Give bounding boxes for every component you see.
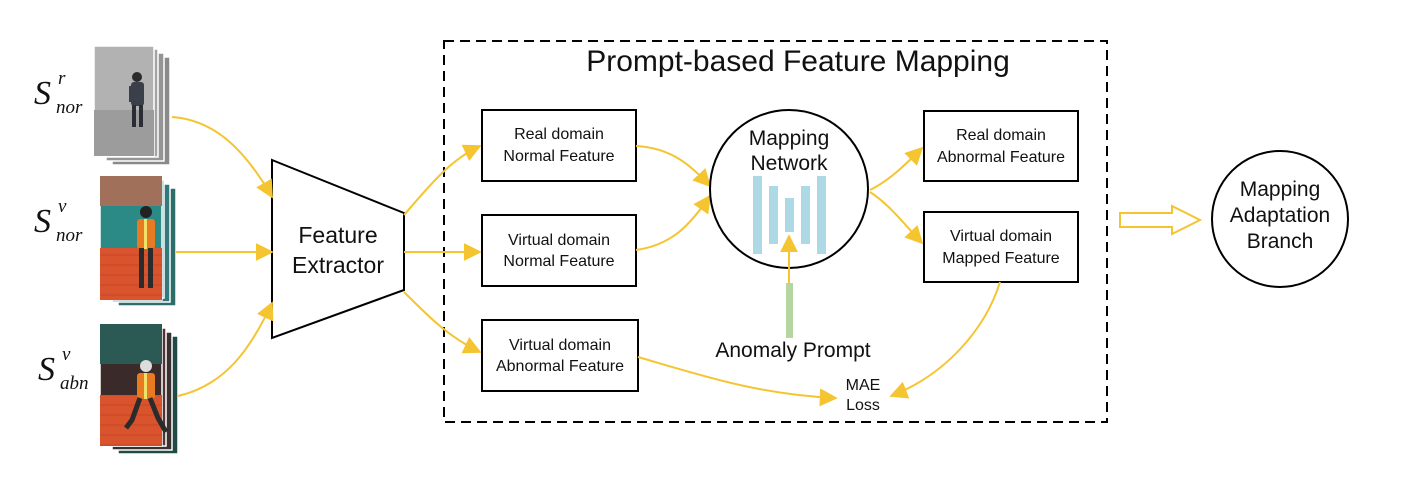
box-real-abnormal-line1: Real domain bbox=[956, 127, 1046, 144]
feature-extractor-shape bbox=[271, 158, 405, 340]
input-label-virtual-abnormal: S v abn bbox=[38, 344, 89, 394]
frame-stack-real-normal bbox=[93, 45, 171, 166]
box-virtual-mapped-feature: Virtual domain Mapped Feature bbox=[923, 211, 1079, 283]
worker-falling-figure bbox=[124, 360, 169, 434]
adaptation-branch-circle bbox=[1211, 150, 1349, 288]
arrow-network-to-virtual-mapped bbox=[869, 191, 924, 245]
mae-loss-label-1: MAE bbox=[846, 377, 881, 394]
input-label-virtual-normal: S v nor bbox=[34, 196, 83, 246]
box-virtual-normal-line1: Virtual domain bbox=[508, 232, 610, 249]
worker-figure bbox=[137, 206, 155, 288]
box-real-normal-line2: Normal Feature bbox=[503, 148, 614, 165]
box-virtual-normal-feature: Virtual domain Normal Feature bbox=[481, 214, 637, 287]
input-label-real-normal: S r nor bbox=[34, 68, 83, 118]
box-real-normal-feature: Real domain Normal Feature bbox=[481, 109, 637, 182]
arrow-real-normal-to-network bbox=[635, 145, 712, 188]
anomaly-prompt-label: Anomaly Prompt bbox=[715, 339, 870, 362]
arrow-virtual-normal-to-network bbox=[635, 194, 712, 251]
arrow-to-virtual-abnormal bbox=[403, 291, 482, 354]
hollow-arrow-to-branch bbox=[1119, 204, 1203, 236]
network-layers-icon bbox=[753, 176, 826, 254]
mapping-block-border bbox=[443, 40, 1108, 423]
frame-stack-virtual-abnormal bbox=[99, 323, 179, 455]
box-real-abnormal-feature: Real domain Abnormal Feature bbox=[923, 110, 1079, 182]
mapping-network-label-1: Mapping bbox=[749, 127, 830, 150]
arrow-input-virtual-abnormal bbox=[177, 301, 274, 397]
mapping-block-title: Prompt-based Feature Mapping bbox=[586, 45, 1010, 78]
box-real-normal-line1: Real domain bbox=[514, 126, 604, 143]
arrow-virtual-abnormal-to-loss bbox=[637, 356, 838, 407]
mae-loss-label-2: Loss bbox=[846, 397, 880, 414]
box-virtual-normal-line2: Normal Feature bbox=[503, 253, 614, 270]
box-virtual-abnormal-feature: Virtual domain Abnormal Feature bbox=[481, 319, 639, 392]
arrow-input-real-normal bbox=[171, 116, 273, 199]
mapping-network-label-2: Network bbox=[750, 152, 828, 175]
frame-stack-virtual-normal bbox=[99, 175, 177, 307]
arrow-to-real-normal bbox=[403, 144, 482, 216]
arrow-network-to-real-abnormal bbox=[869, 146, 924, 191]
adaptation-branch-label-3: Branch bbox=[1247, 230, 1314, 253]
pedestrian-figure bbox=[129, 72, 144, 127]
feature-extractor-label-2: Extractor bbox=[292, 252, 384, 278]
feature-extractor-label-1: Feature bbox=[298, 222, 377, 248]
adaptation-branch-label-1: Mapping bbox=[1240, 178, 1321, 201]
box-virtual-mapped-line2: Mapped Feature bbox=[942, 250, 1060, 267]
anomaly-prompt-bar bbox=[786, 283, 793, 338]
box-virtual-abnormal-line2: Abnormal Feature bbox=[496, 358, 624, 375]
arrow-virtual-mapped-to-loss bbox=[889, 281, 1001, 399]
box-virtual-abnormal-line1: Virtual domain bbox=[509, 337, 611, 354]
box-real-abnormal-line2: Abnormal Feature bbox=[937, 149, 1065, 166]
box-virtual-mapped-line1: Virtual domain bbox=[950, 228, 1052, 245]
adaptation-branch-label-2: Adaptation bbox=[1230, 204, 1330, 227]
